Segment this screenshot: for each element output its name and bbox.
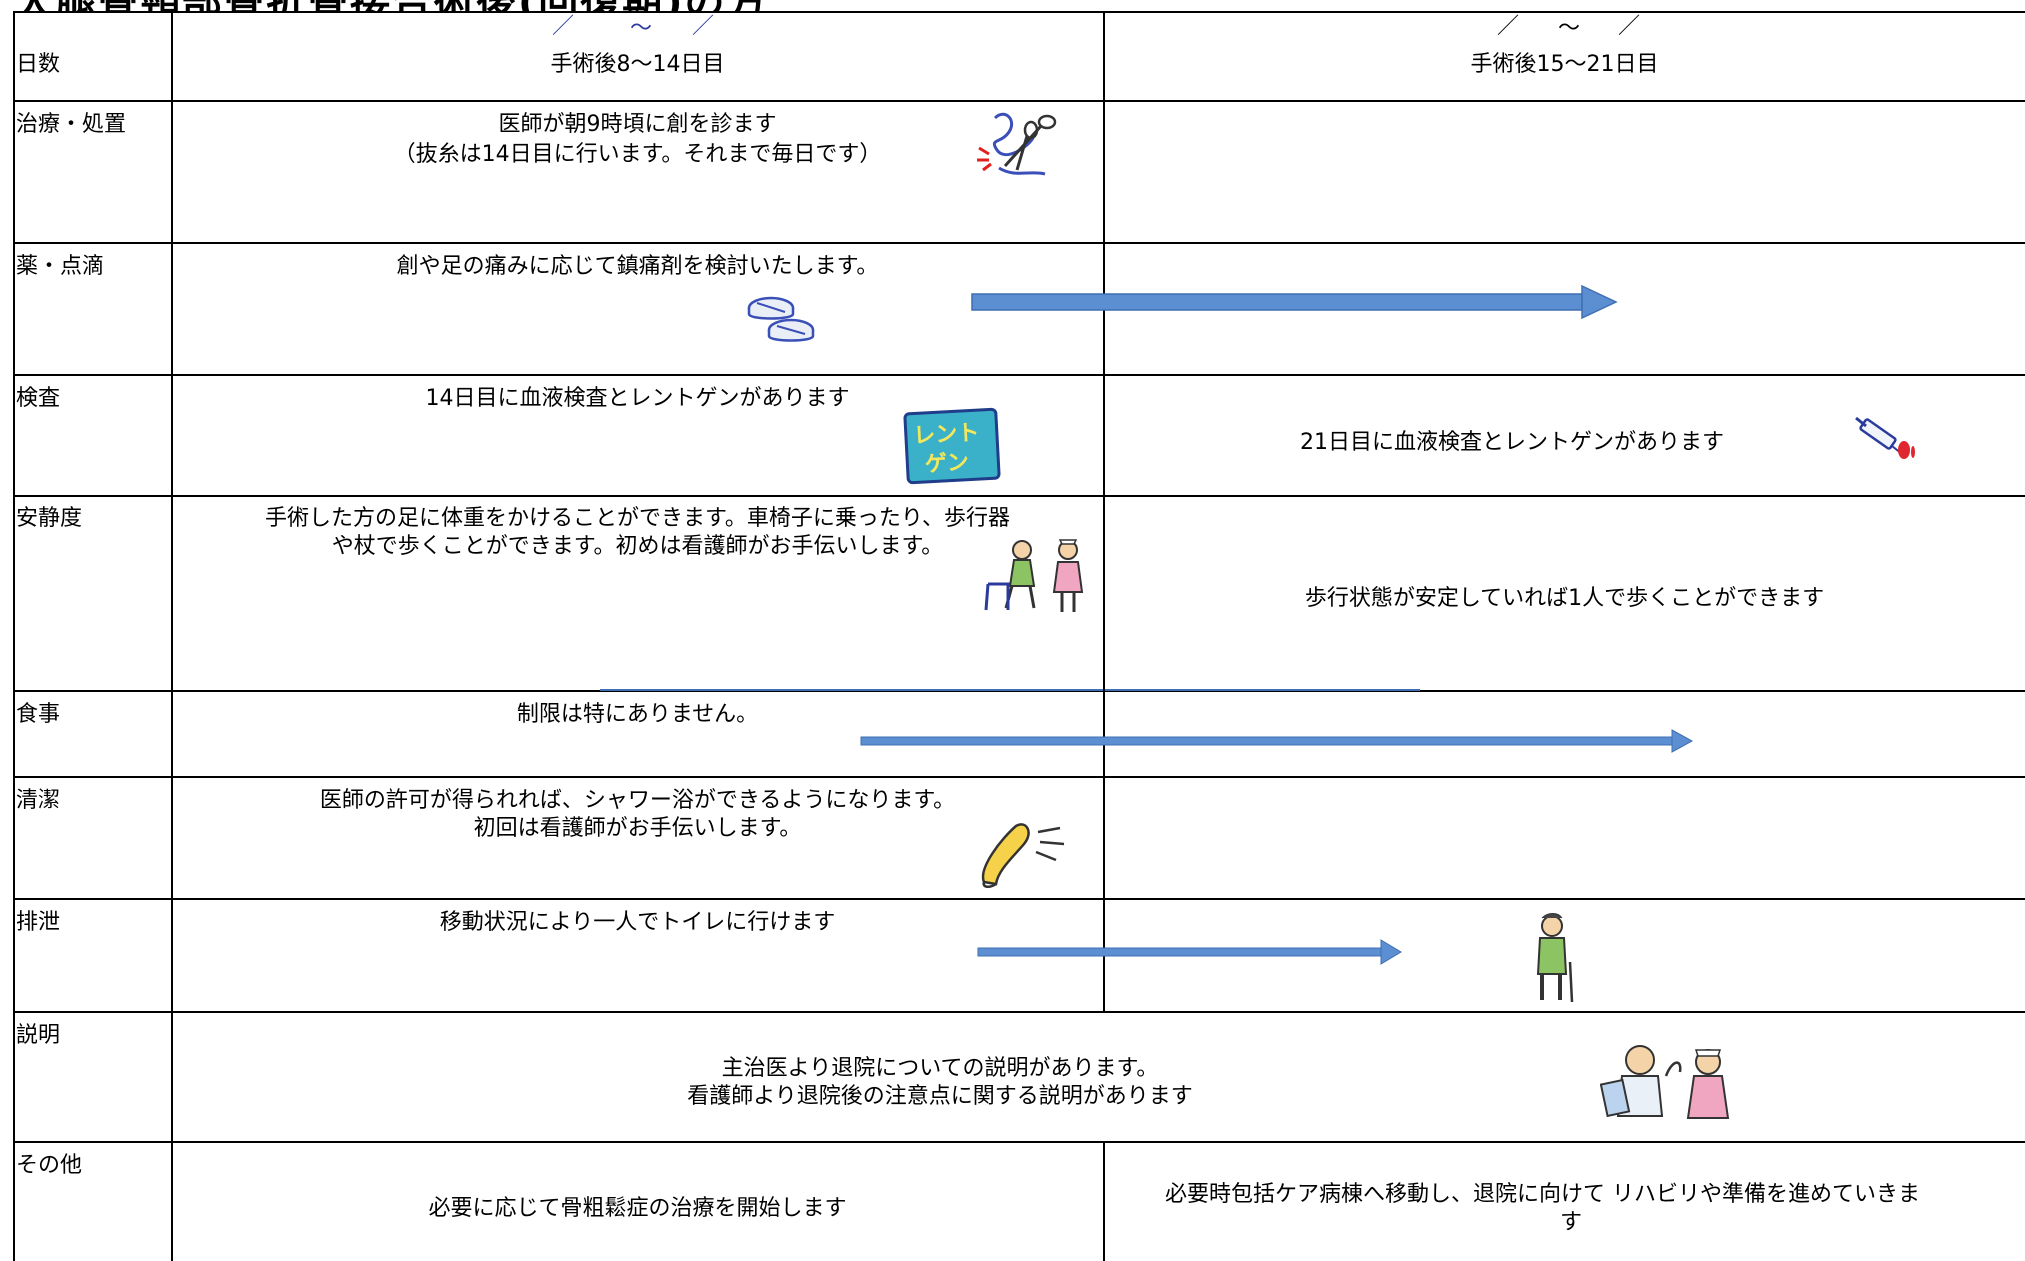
person-cane-icon xyxy=(1536,913,1574,1003)
medicine-text: 創や足の痛みに応じて鎮痛剤を検討いたします。 xyxy=(396,254,879,279)
days-col1: 手術後8〜14日目 xyxy=(550,52,725,77)
excretion-text: 移動状況により一人でトイレに行けます xyxy=(439,910,836,935)
medicine-continue-arrow xyxy=(971,284,1618,320)
other-text-col1: 必要に応じて骨粗鬆症の治療を開始します xyxy=(428,1196,847,1221)
row-label-exam: 検査 xyxy=(16,386,61,411)
explanation-line2: 看護師より退院後の注意点に関する説明があります xyxy=(687,1084,1193,1109)
page-title: 大腿骨頸部骨折骨接合術後(回復期)の方 xyxy=(14,0,769,12)
date-slash: ／ xyxy=(1618,14,1641,39)
date-slash: ／ xyxy=(1497,14,1520,39)
exam-text-col2: 21日目に血液検査とレントゲンがあります xyxy=(1300,430,1724,455)
rest-text-line2: や杖で歩くことができます。初めは看護師がお手伝いします。 xyxy=(331,534,944,559)
row-label-days: 日数 xyxy=(16,52,61,77)
grid-line xyxy=(13,100,2025,102)
row-label-meal: 食事 xyxy=(16,702,61,727)
grid-line xyxy=(13,690,2025,692)
row-label-rest: 安静度 xyxy=(16,506,83,531)
pills-icon xyxy=(747,296,815,342)
divider-line xyxy=(600,689,1420,691)
scissors-suture-icon xyxy=(977,112,1057,176)
row-label-hygiene: 清潔 xyxy=(16,788,61,813)
shower-icon xyxy=(981,823,1065,888)
rest-text-col2: 歩行状態が安定していれば1人で歩くことができます xyxy=(1304,586,1825,611)
meal-text: 制限は特にありません。 xyxy=(516,702,759,727)
date-slash: ／ xyxy=(692,14,715,39)
grid-line xyxy=(13,1141,2025,1143)
explanation-line1: 主治医より退院についての説明があります。 xyxy=(721,1056,1159,1081)
grid-line xyxy=(13,898,2025,900)
other-text-col2-line1: 必要時包括ケア病棟へ移動し、退院に向けて リハビリや準備を進めていきま xyxy=(1165,1182,1920,1207)
walker-nurse-icon xyxy=(984,539,1084,612)
grid-line xyxy=(13,1011,2025,1013)
date-slash: ／ xyxy=(552,14,575,39)
grid-line xyxy=(13,242,2025,244)
xray-icon-text: ゲン xyxy=(924,450,970,478)
grid-line xyxy=(13,495,2025,497)
hygiene-text-line1: 医師の許可が得られれば、シャワー浴ができるようになります。 xyxy=(319,788,956,813)
row-label-excretion: 排泄 xyxy=(16,910,61,935)
grid-line xyxy=(13,374,2025,376)
days-col2: 手術後15〜21日目 xyxy=(1470,52,1659,77)
other-text-col2-line2: す xyxy=(1560,1210,1583,1235)
grid-line xyxy=(171,11,173,1261)
grid-line xyxy=(13,11,15,1261)
excretion-continue-arrow xyxy=(977,939,1402,965)
grid-line xyxy=(1103,1141,1105,1261)
row-label-explanation: 説明 xyxy=(16,1023,61,1048)
row-label-medicine: 薬・点滴 xyxy=(16,254,105,279)
xray-icon: レント ゲン xyxy=(903,407,1001,485)
date-tilde: ～ xyxy=(1558,16,1581,41)
treatment-text-line1: 医師が朝9時頃に創を診ます xyxy=(498,112,777,137)
title-clip: 大腿骨頸部骨折骨接合術後(回復期)の方 xyxy=(0,0,1100,12)
syringe-icon xyxy=(1855,416,1915,459)
exam-text-col1: 14日目に血液検査とレントゲンがあります xyxy=(425,386,850,411)
doctor-nurse-icon xyxy=(1600,1045,1730,1119)
grid-line xyxy=(13,11,2025,13)
row-label-treatment: 治療・処置 xyxy=(16,112,127,137)
grid-line xyxy=(13,776,2025,778)
meal-continue-arrow xyxy=(860,729,1694,753)
treatment-text-line2: （抜糸は14日目に行います。それまで毎日です） xyxy=(393,142,882,167)
hygiene-text-line2: 初回は看護師がお手伝いします。 xyxy=(473,816,802,841)
row-label-other: その他 xyxy=(16,1153,83,1178)
date-tilde: ～ xyxy=(630,16,653,41)
grid-line xyxy=(1103,11,1105,1011)
rest-text-line1: 手術した方の足に体重をかけることができます。車椅子に乗ったり、歩行器 xyxy=(265,506,1010,531)
